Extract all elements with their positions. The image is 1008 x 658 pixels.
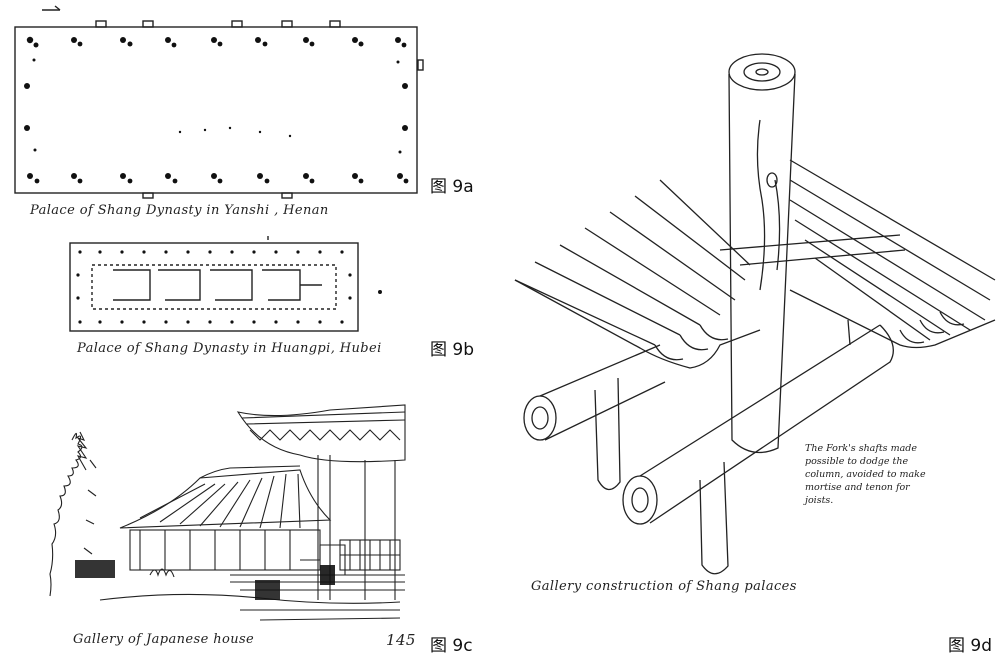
deck-left-planks xyxy=(514,179,761,369)
plan-9b-outline xyxy=(69,242,359,332)
deck-right-planks xyxy=(719,159,996,349)
beam-left xyxy=(523,344,666,491)
beam-front xyxy=(622,324,894,575)
caption-9b: Palace of Shang Dynasty in Huangpi, Hube… xyxy=(77,341,382,356)
figure-label-9d: 图 9d xyxy=(948,636,993,656)
caption-9a: Palace of Shang Dynasty in Yanshi , Hena… xyxy=(30,203,329,218)
annotation-line-2: possible to dodge the xyxy=(805,456,909,467)
caption-9d: Gallery construction of Shang palaces xyxy=(531,579,797,594)
figure-label-9c: 图 9c xyxy=(430,636,473,656)
annotation-9d: The Fork's shafts made possible to dodge… xyxy=(805,442,980,507)
plan-9a-outline xyxy=(14,26,418,194)
figure-label-9a: 图 9a xyxy=(430,177,474,197)
plan-9b-post-holes xyxy=(76,250,382,324)
annotation-line-1: The Fork's shafts made xyxy=(805,443,917,454)
annotation-line-3: column, avoided to make xyxy=(805,469,926,480)
caption-9c: Gallery of Japanese house xyxy=(73,632,255,647)
sketch-9c-mark: 145 xyxy=(386,631,416,649)
figure-label-9b: 图 9b xyxy=(430,340,475,360)
sketch-9c-upper-roof xyxy=(236,404,406,463)
annotation-line-4: mortise and tenon for xyxy=(805,482,910,493)
central-column xyxy=(728,53,796,454)
annotation-line-5: joists. xyxy=(805,495,834,506)
plan-9a-post-holes xyxy=(24,36,409,184)
